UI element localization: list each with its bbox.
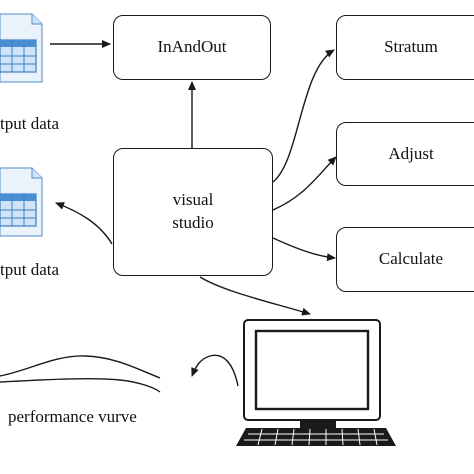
stratum-node: Stratum: [336, 15, 474, 80]
arrow-center-to-adjust: [272, 156, 337, 211]
desktop-computer-icon: [236, 319, 396, 446]
arrow-center-to-computer: [199, 276, 311, 316]
output-spreadsheet-icon: [0, 167, 43, 237]
arrow-center-to-stratum: [272, 49, 335, 183]
visual-studio-line1: visual: [172, 190, 214, 210]
input-spreadsheet-icon: [0, 13, 43, 83]
inandout-label: InAndOut: [157, 37, 227, 57]
arrow-center-to-output: [55, 202, 113, 245]
stratum-label: Stratum: [384, 37, 438, 57]
adjust-node: Adjust: [336, 122, 474, 186]
inandout-node: InAndOut: [113, 15, 271, 80]
output-data-label: tput data: [0, 260, 60, 279]
arrow-computer-to-curve: [191, 354, 239, 387]
visual-studio-node: visual studio: [113, 148, 273, 276]
performance-curve-plot: [0, 355, 161, 393]
performance-curve-label: performance vurve: [8, 407, 137, 426]
visual-studio-line2: studio: [172, 213, 214, 232]
calculate-node: Calculate: [336, 227, 474, 292]
input-data-label: tput data: [0, 114, 60, 133]
calculate-label: Calculate: [378, 249, 444, 269]
adjust-label: Adjust: [388, 143, 434, 163]
arrow-center-to-calculate: [272, 237, 336, 262]
